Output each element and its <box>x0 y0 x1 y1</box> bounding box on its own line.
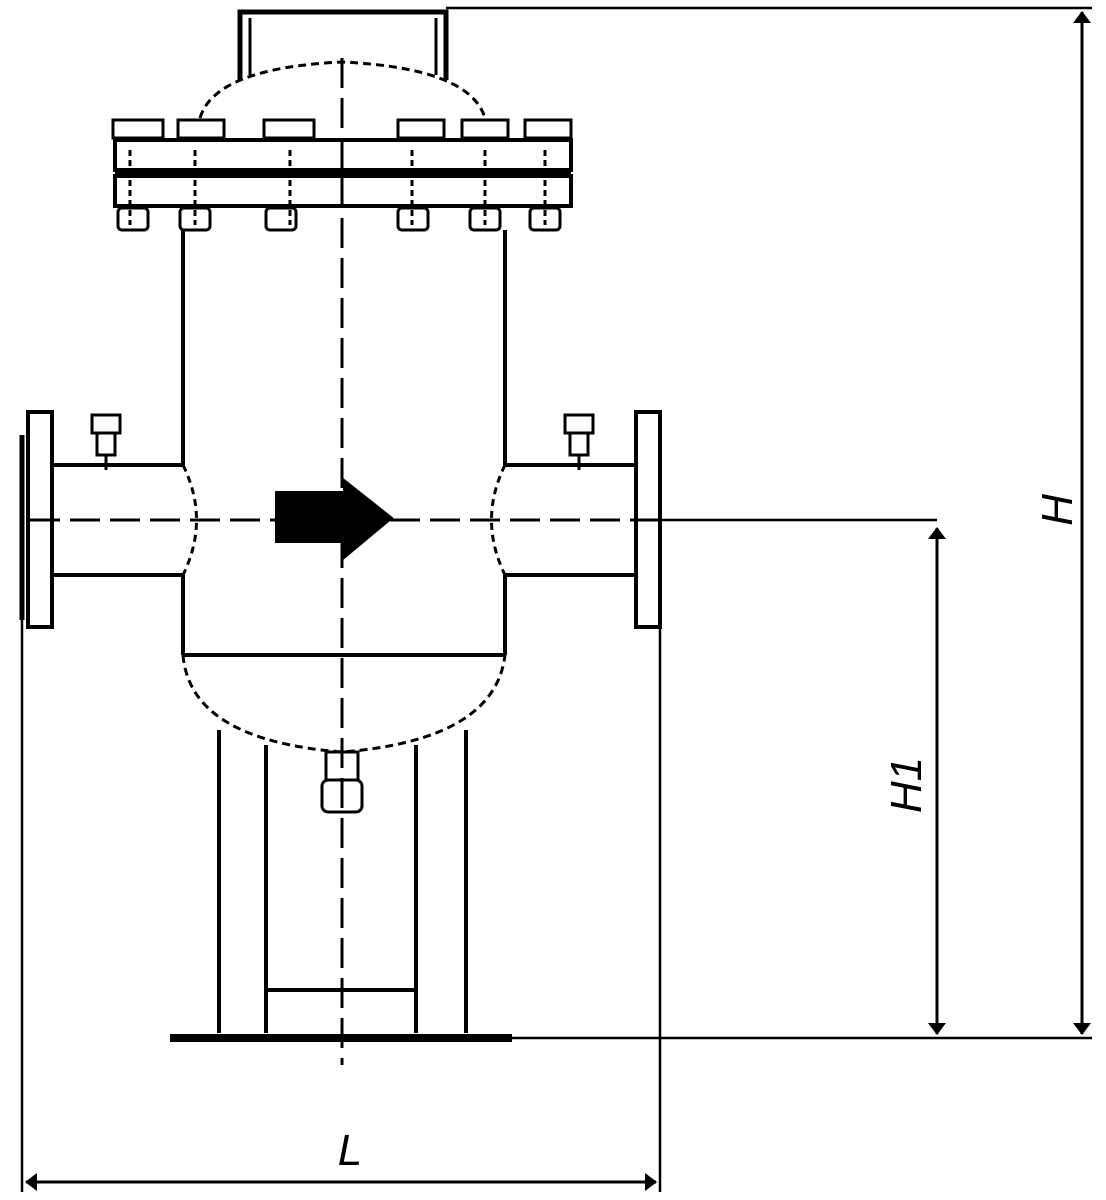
outlet-vent-plug-icon <box>563 413 595 470</box>
dimension-l: L <box>25 1126 657 1191</box>
centerlines <box>30 58 660 1065</box>
top-flange <box>111 118 573 232</box>
inlet-vent-plug-icon <box>90 413 122 470</box>
support-stand <box>170 730 512 1042</box>
dimension-h: H <box>1033 10 1091 1035</box>
dimension-l-label: L <box>338 1126 362 1175</box>
strainer-body <box>181 230 507 754</box>
dimension-h1: H1 <box>882 527 946 1035</box>
extension-lines <box>20 6 1092 1192</box>
dimension-h1-label: H1 <box>882 757 931 813</box>
drain-plug-icon <box>320 750 364 814</box>
flow-direction-arrow-icon <box>275 477 394 561</box>
lifting-handle <box>237 9 449 80</box>
dimension-h-label: H <box>1033 494 1082 526</box>
